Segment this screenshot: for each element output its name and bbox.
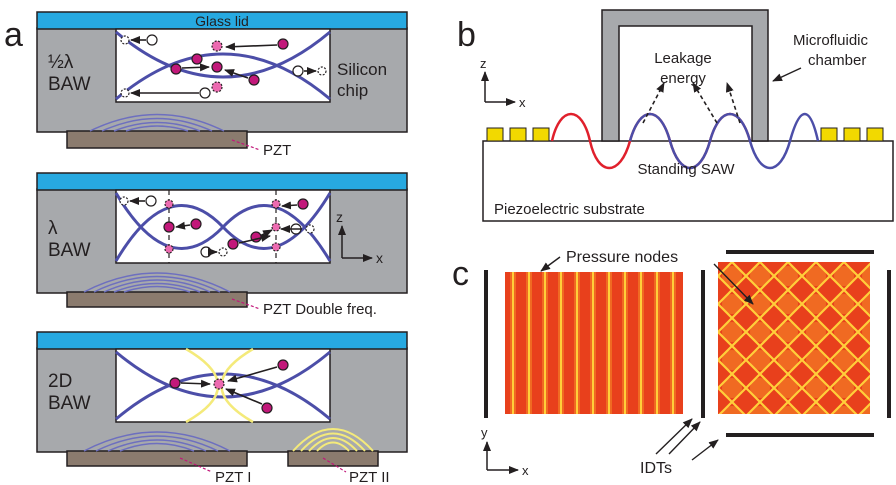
- panel-b-axis-x: x: [519, 95, 526, 110]
- pressure-field-2d: [718, 262, 870, 414]
- row1-wave-a: [115, 30, 331, 79]
- row2-pzt-waves: [83, 272, 231, 293]
- pressure-leader-2: [713, 263, 754, 305]
- panel-b-letter: b: [457, 16, 476, 54]
- row2-axis: z x: [336, 209, 383, 266]
- idt-right: [820, 127, 884, 142]
- substrate: [482, 140, 894, 222]
- row3-particles: [169, 359, 289, 414]
- row1-device: Glass lid: [36, 11, 408, 159]
- row3-lid: [36, 331, 408, 350]
- panel-c-axis-y: y: [481, 425, 488, 440]
- row1-channel: [115, 28, 331, 103]
- row3-pzt1: [66, 450, 248, 467]
- panel-c-letter: c: [452, 255, 469, 293]
- standing-saw-label: Standing SAW: [638, 161, 736, 178]
- row1-wave-b: [115, 52, 331, 101]
- row3-pzt2: [287, 450, 379, 467]
- idts-label: IDTs: [640, 460, 672, 477]
- chamber-leader: [772, 67, 802, 82]
- row3-pzt2-label: PZT II: [349, 469, 390, 485]
- row2-pzt-label: PZT Double freq.: [263, 301, 377, 318]
- row3-pzt1-leader: [179, 457, 213, 473]
- pressure-nodes-label: Pressure nodes: [566, 249, 678, 266]
- row1-pzt-waves: [89, 113, 225, 132]
- panel-c-diagram: Pressure nodes IDTs y x: [481, 249, 891, 478]
- blue-saw-wave: [628, 112, 820, 170]
- row2-axis-x: x: [376, 250, 383, 266]
- glass-lid-label: Glass lid: [195, 13, 249, 29]
- row3-pzt2-leader: [322, 457, 347, 473]
- row1-pzt-label: PZT: [263, 142, 291, 159]
- row3-pzt1-label: PZT I: [215, 469, 251, 485]
- row1-pzt: [66, 130, 248, 149]
- panel-c-axis-x: x: [522, 463, 529, 478]
- row2-axis-z: z: [336, 209, 343, 225]
- row2-wave-b: [114, 192, 332, 262]
- row3-pzt2-waves: [292, 428, 374, 452]
- row3-arrows: [180, 366, 278, 405]
- idt-left: [486, 127, 550, 142]
- row2-pzt: [66, 291, 248, 308]
- substrate-label: Piezoelectric substrate: [494, 201, 645, 218]
- idt-leaders: [655, 418, 719, 461]
- panel-b-axis: z x: [480, 56, 526, 110]
- row1-particles: [120, 34, 327, 99]
- row2-arrows: [129, 197, 302, 256]
- panel-a-letter: a: [4, 16, 23, 54]
- row3-wave-b: [115, 372, 331, 421]
- row2-lid: [36, 172, 408, 191]
- microfluidic-chamber: [601, 9, 769, 142]
- row3-pzt1-waves: [83, 431, 231, 452]
- row1-arrows: [130, 36, 317, 97]
- row3-wave-a: [115, 350, 331, 399]
- pressure-leader-1: [540, 256, 561, 272]
- pressure-field-1d: [505, 272, 683, 414]
- panel-b-axis-z: z: [480, 56, 487, 71]
- leakage-arrows: [642, 82, 741, 124]
- panel-c-axis: y x: [481, 425, 529, 478]
